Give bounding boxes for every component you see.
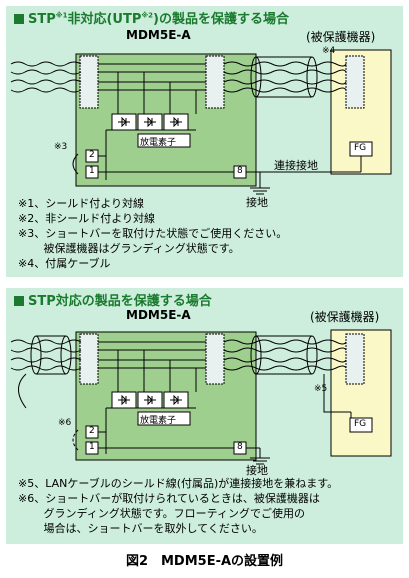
terminal-2-label: 2 (89, 150, 95, 160)
protected-connector (345, 55, 365, 109)
ground-label: 接地 (246, 196, 268, 209)
discharge-label-box (137, 411, 191, 426)
device-name: MDM5E-A (126, 28, 191, 42)
input-connector (79, 333, 99, 385)
terminal-1-label: 1 (89, 166, 95, 176)
note-2: ※2、非シールド付より対線 (18, 212, 155, 225)
panel-stp-compatible: STP対応の製品を保護する場合 (6, 288, 403, 544)
protected-connector (345, 333, 365, 385)
terminal-2 (85, 149, 99, 163)
notes-2: ※5、LANケーブルのシールド線(付属品)が連接接地を兼ねます。 ※6、ショート… (18, 476, 338, 536)
terminal-2 (85, 425, 99, 439)
discharge-element-label: 放電素子 (140, 416, 177, 426)
device-name: MDM5E-A (126, 308, 191, 322)
discharge-elements (111, 391, 189, 409)
fg-label: FG (354, 143, 367, 153)
title-square-icon (14, 14, 24, 24)
output-connector (205, 55, 225, 109)
fg-label: FG (354, 419, 367, 429)
output-connector (205, 333, 225, 385)
wiring-diagram-1 (10, 49, 392, 195)
notes-1: ※1、シールド付より対線 ※2、非シールド付より対線 ※3、ショートバーを取付け… (18, 196, 287, 271)
ref5-label: ※5 (314, 384, 328, 394)
note-5: ※5、LANケーブルのシールド線(付属品)が連接接地を兼ねます。 (18, 477, 339, 490)
note-1: ※1、シールド付より対線 (18, 197, 144, 210)
protected-device-label: (被保護機器) (310, 310, 380, 324)
panel-stp-non-compatible: STP※1非対応(UTP※2)の製品を保護する場合 (6, 6, 403, 277)
terminal-8-label: 8 (237, 166, 243, 176)
wiring-diagram-2 (10, 329, 392, 465)
title-ref2: ※2 (141, 11, 154, 20)
ref3-label: ※3 (54, 142, 68, 152)
note-6: ※6、ショートバーが取付けられているときは、被保護機器は グランディング状態です… (18, 492, 320, 535)
ground-label: 接地 (246, 464, 268, 477)
note-3: ※3、ショートバーを取付けた状態でご使用ください。 被保護機器はグランディング状… (18, 227, 288, 255)
terminal-1 (85, 441, 99, 455)
terminal-1 (85, 165, 99, 179)
discharge-label-box (137, 133, 191, 148)
terminal-2-label: 2 (89, 426, 95, 436)
terminal-8-label: 8 (237, 442, 243, 452)
title-ref1: ※1 (55, 11, 68, 20)
ref6-label: ※6 (58, 418, 72, 428)
protected-device-label: (被保護機器) (306, 30, 376, 44)
discharge-elements (111, 113, 189, 131)
note-4: ※4、付属ケーブル (18, 257, 111, 270)
input-connector (79, 55, 99, 109)
panel-title: STP対応の製品を保護する場合 (14, 290, 212, 309)
panel-title: STP※1非対応(UTP※2)の製品を保護する場合 (14, 8, 289, 27)
title-square-icon (14, 296, 24, 306)
ref4-label: ※4 (322, 46, 336, 56)
figure-caption: 図2 MDM5E-Aの設置例 (125, 554, 284, 569)
terminal-1-label: 1 (89, 442, 95, 452)
link-ground-label: 連接接地 (274, 159, 318, 172)
terminal-8 (233, 165, 247, 179)
fg-terminal (349, 417, 373, 433)
terminal-8 (233, 441, 247, 455)
fg-terminal (349, 141, 373, 157)
discharge-element-label: 放電素子 (140, 138, 177, 148)
